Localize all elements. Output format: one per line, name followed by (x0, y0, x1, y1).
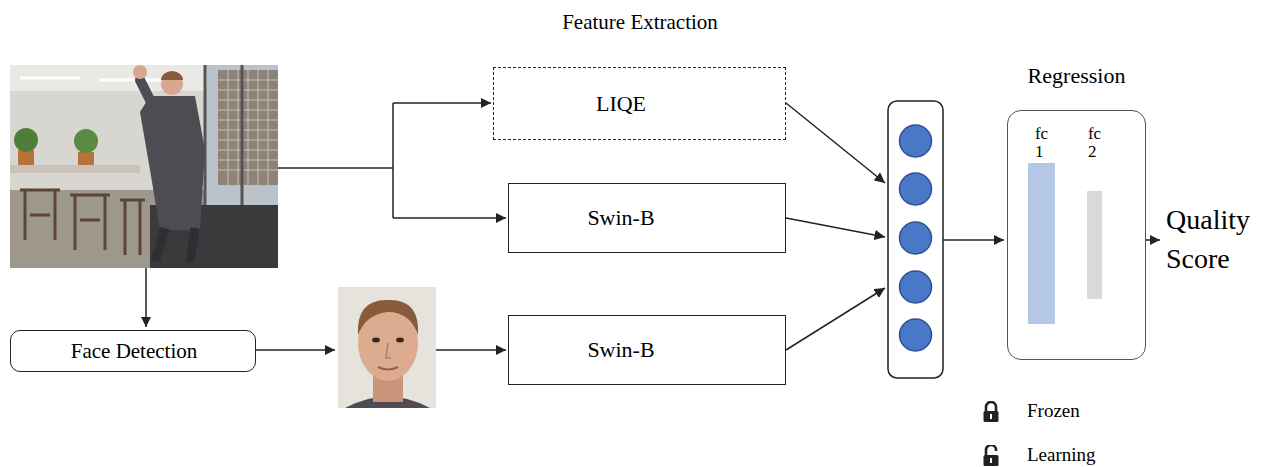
box-label: Face Detection (71, 339, 198, 363)
face-mouth (378, 367, 398, 370)
feature-vector (888, 101, 943, 378)
arrow (943, 239, 1004, 241)
box-label: Swin-B (587, 205, 654, 230)
feature-dot (900, 125, 932, 157)
layer-bar-shape (1028, 163, 1055, 324)
face-eye (372, 338, 380, 343)
layer-label: fc 2 (1088, 125, 1101, 161)
input-photo (10, 65, 278, 268)
face-nose (386, 343, 391, 358)
feature-dot (900, 222, 932, 254)
face-background (338, 287, 436, 408)
output-label: Quality Score (1166, 200, 1262, 278)
frozen-model-box: LIQE (493, 67, 786, 140)
legend-lock-icon (984, 402, 999, 422)
photo-pot (78, 152, 94, 165)
feature-dot (900, 173, 932, 205)
box-label: Swin-B (587, 337, 654, 362)
arrow (393, 102, 491, 104)
process-box: Face Detection (10, 330, 256, 372)
arrow (256, 349, 335, 351)
photo-person-coat (140, 96, 205, 230)
wire (278, 167, 393, 169)
photo-pot (18, 150, 34, 165)
photo-counter (10, 165, 140, 173)
legend-lock-icon (984, 445, 999, 466)
layer-bar-shape (1087, 191, 1102, 299)
photo-person-arm (140, 80, 152, 104)
legend-text: Frozen (1027, 400, 1080, 422)
group-heading: Regression (1028, 63, 1126, 88)
feature-dot (900, 271, 932, 303)
arrow (393, 217, 506, 219)
feature-dot (900, 319, 932, 351)
arrow (145, 268, 147, 327)
section-heading: Feature Extraction (562, 8, 718, 37)
wire (392, 103, 394, 218)
photo-person-legs (155, 228, 195, 262)
photo-person-hair (161, 71, 183, 80)
photo-plant (74, 129, 98, 153)
photo-wall (10, 65, 278, 268)
photo-person-hand (133, 65, 147, 79)
face-hair (358, 300, 418, 335)
photo-building-windows (218, 70, 278, 185)
regression-group: Regressionfc 1fc 2 (1007, 110, 1146, 360)
photo-lights (20, 78, 170, 80)
fc-layer-bar: fc 2 (1087, 125, 1102, 299)
box-label: LIQE (596, 91, 646, 116)
arrow (786, 218, 885, 237)
face-crop (338, 287, 436, 408)
backbone-box: Swin-B (508, 315, 786, 385)
backbone-box: Swin-B (508, 183, 786, 253)
photo-chairs (20, 190, 145, 255)
arrow (1146, 239, 1160, 241)
arrow (786, 103, 885, 183)
arrow (436, 349, 506, 351)
photo-plant (14, 128, 38, 152)
layer-label: fc 1 (1035, 125, 1048, 161)
arrow (786, 288, 885, 350)
vector-frame (888, 101, 943, 378)
photo-building (218, 70, 278, 185)
legend-text: Learning (1027, 444, 1096, 466)
face-eye (396, 338, 404, 343)
fc-layer-bar: fc 1 (1028, 125, 1055, 324)
